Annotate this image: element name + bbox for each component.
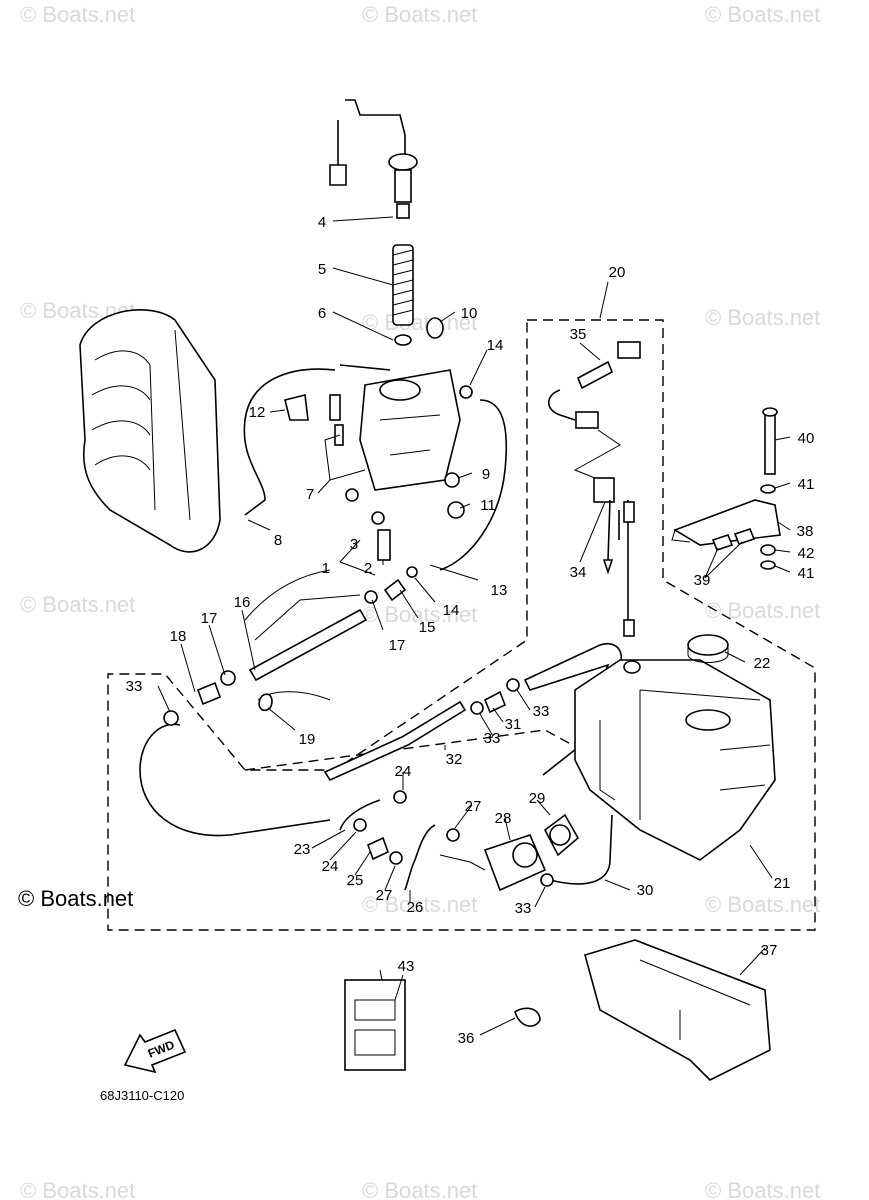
callout-37: 37 [761,942,778,959]
callout-23: 23 [294,841,311,858]
callout-35: 35 [570,326,587,343]
callout-41b: 41 [798,565,815,582]
callout-41: 41 [798,476,815,493]
callout-8: 8 [274,532,282,549]
callout-27b: 27 [376,887,393,904]
watermark: © Boats.net [20,2,135,27]
fuel-hoses [139,364,622,891]
callout-20: 20 [609,264,626,281]
watermark: © Boats.net [362,2,477,27]
callout-29: 29 [529,790,546,807]
callout-10: 10 [461,305,478,322]
callout-30: 30 [637,882,654,899]
clamps-fittings [163,385,554,887]
diagram-code: 68J3110-C120 [100,1088,184,1103]
callout-labels: 1 2 3 4 5 6 7 8 9 10 11 12 13 14 14 15 1… [126,214,815,1047]
watermark: © Boats.net [705,2,820,27]
watermark: © Boats.net [20,592,135,617]
callout-33b: 33 [533,703,550,720]
watermark: © Boats.net [705,1178,820,1200]
watermarks: © Boats.net © Boats.net © Boats.net © Bo… [20,2,820,1200]
callout-27: 27 [465,798,482,815]
callout-9: 9 [482,466,490,483]
callout-4: 4 [318,214,326,231]
callout-28: 28 [495,810,512,827]
callout-15: 15 [419,619,436,636]
callout-39: 39 [694,572,711,589]
callout-24: 24 [395,763,412,780]
brand-label: © Boats.net [18,886,133,911]
callout-19: 19 [299,731,316,748]
callout-32: 32 [446,751,463,768]
callout-11: 11 [480,497,496,514]
tank-tray [514,939,771,1081]
watermark: © Boats.net [20,1178,135,1200]
callout-3: 3 [350,536,358,553]
tank-bracket [671,407,781,570]
callout-21: 21 [774,875,791,892]
bottom-cowl [244,569,361,701]
watermark: © Boats.net [362,1178,477,1200]
watermark: © Boats.net [705,598,820,623]
callout-33d: 33 [515,900,532,917]
callout-14b: 14 [443,602,460,619]
sensor-harness [547,341,641,637]
callout-13: 13 [491,582,508,599]
caution-label [344,969,406,1071]
callout-7: 7 [306,486,314,503]
fwd-arrow-icon: FWD [123,1028,187,1074]
callout-5: 5 [318,261,326,278]
group-outline-20 [107,319,816,931]
watermark: © Boats.net [362,310,477,335]
callout-17: 17 [201,610,218,627]
callout-1: 1 [322,560,330,577]
callout-2: 2 [364,560,372,577]
callout-16: 16 [234,594,251,611]
callout-36: 36 [458,1030,475,1047]
oil-tank [574,634,776,861]
callout-17b: 17 [389,637,406,654]
callout-31: 31 [505,716,522,733]
callout-38: 38 [797,523,814,540]
callout-33c: 33 [484,730,501,747]
vapor-separator [284,369,461,502]
fuel-filter-assembly [329,99,444,346]
callout-18: 18 [170,628,187,645]
callout-40: 40 [798,430,815,447]
engine-block [79,309,221,553]
callout-25: 25 [347,872,364,889]
callout-12: 12 [249,404,266,421]
callout-24b: 24 [322,858,339,875]
callout-42: 42 [798,545,815,562]
watermark: © Boats.net [362,602,477,627]
watermark: © Boats.net [362,892,477,917]
callout-14: 14 [487,337,504,354]
callout-43: 43 [398,958,415,975]
leader-lines [157,216,791,1036]
callout-34: 34 [570,564,587,581]
callout-26: 26 [407,899,424,916]
callout-33: 33 [126,678,143,695]
callout-6: 6 [318,305,326,322]
watermark: © Boats.net [705,892,820,917]
watermark: © Boats.net [705,305,820,330]
callout-22: 22 [754,655,771,672]
fuel-pump [439,813,580,892]
